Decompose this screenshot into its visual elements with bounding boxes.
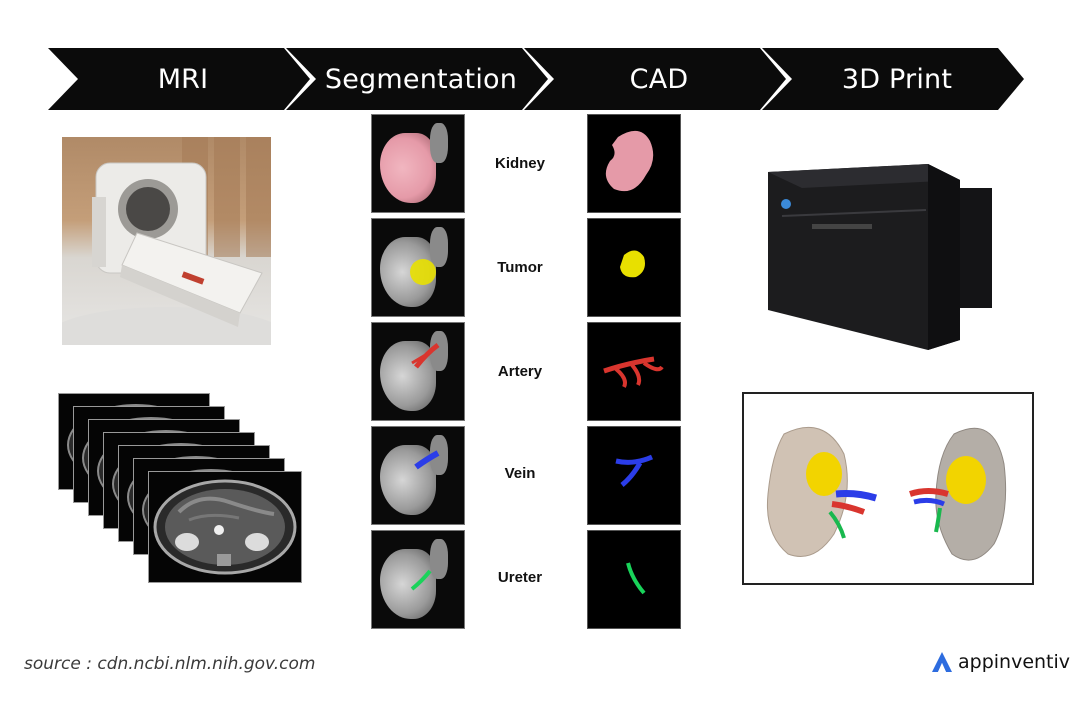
mri-scanner-illustration bbox=[62, 162, 271, 345]
label-kidney: Kidney bbox=[494, 155, 545, 172]
wall-panel bbox=[246, 137, 271, 257]
step-label: 3D Print bbox=[841, 63, 953, 95]
segmentation-vein-image bbox=[371, 426, 465, 525]
brand-logo: appinventiv bbox=[930, 650, 1070, 674]
segmentation-ureter-image bbox=[371, 530, 465, 629]
step-segmentation: Segmentation bbox=[286, 48, 548, 110]
printed-kidney-models-image bbox=[742, 392, 1034, 585]
appinventiv-logo-icon bbox=[932, 652, 952, 672]
label-artery: Artery bbox=[497, 363, 543, 380]
cad-tumor-model bbox=[587, 218, 681, 317]
label-ureter: Ureter bbox=[497, 569, 543, 586]
step-label: CAD bbox=[629, 63, 689, 95]
segmentation-tumor-image bbox=[371, 218, 465, 317]
step-label: Segmentation bbox=[324, 63, 518, 95]
mri-slice-front bbox=[148, 471, 302, 583]
cad-kidney-model bbox=[587, 114, 681, 213]
3d-printer-image bbox=[762, 160, 994, 350]
label-tumor: Tumor bbox=[497, 259, 543, 276]
step-mri: MRI bbox=[48, 48, 310, 110]
step-cad: CAD bbox=[524, 48, 786, 110]
cad-vein-model bbox=[587, 426, 681, 525]
mri-slice-stack bbox=[58, 393, 303, 583]
label-vein: Vein bbox=[504, 465, 536, 482]
segmentation-kidney-image bbox=[371, 114, 465, 213]
segmentation-artery-image bbox=[371, 322, 465, 421]
step-label: MRI bbox=[157, 63, 209, 95]
cad-ureter-model bbox=[587, 530, 681, 629]
mri-scanner-image bbox=[62, 137, 271, 345]
wall-panel bbox=[214, 137, 240, 257]
cad-artery-model bbox=[587, 322, 681, 421]
source-citation: source : cdn.ncbi.nlm.nih.gov.com bbox=[24, 654, 316, 674]
step-3d-print: 3D Print bbox=[762, 48, 1024, 110]
brand-name: appinventiv bbox=[958, 651, 1071, 673]
